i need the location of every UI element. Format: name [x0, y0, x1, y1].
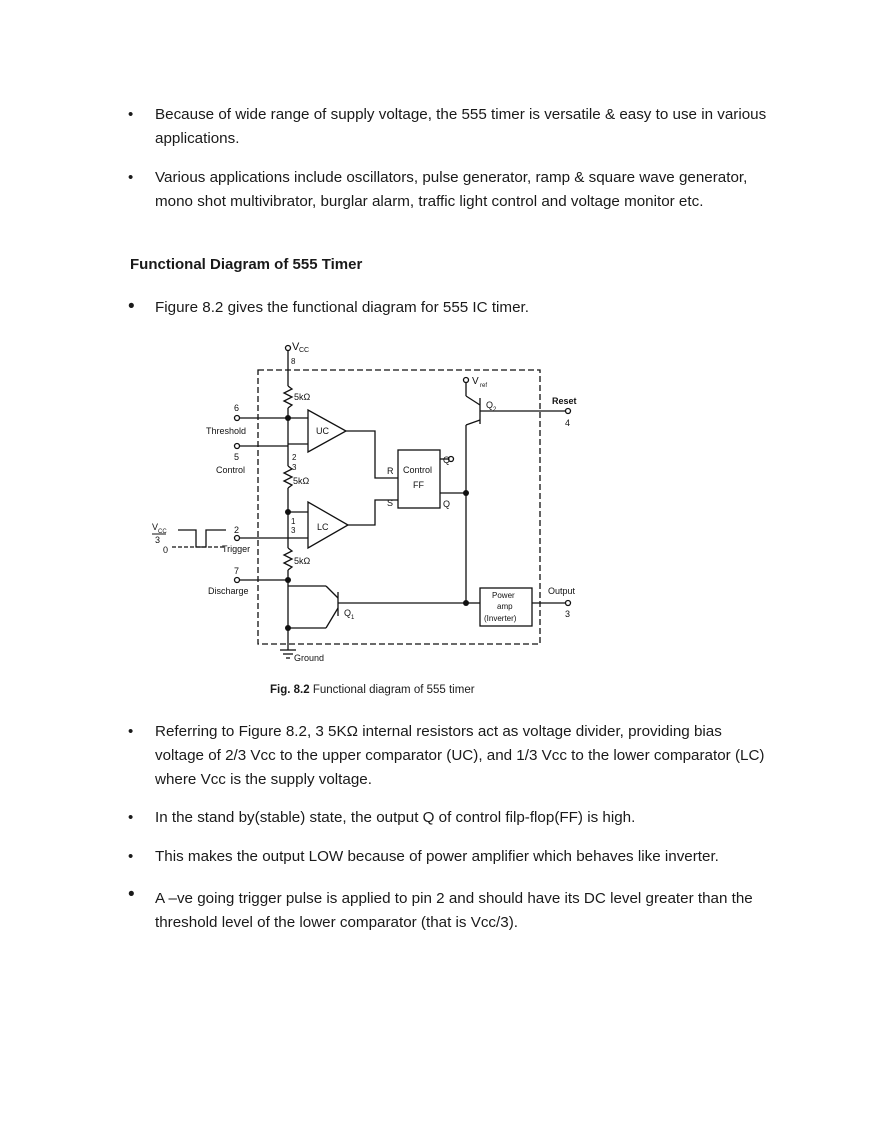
figure-caption: Fig. 8.2 Functional diagram of 555 timer — [270, 684, 475, 696]
pulse-zero-label: 0 — [163, 545, 168, 555]
pin8-label: 8 — [291, 357, 296, 366]
power-amp-label-3: (Inverter) — [484, 614, 517, 623]
bullet-text: Referring to Figure 8.2, 3 5KΩ internal … — [155, 723, 765, 788]
one-third-num: 1 — [291, 517, 296, 526]
lower-comparator — [307, 500, 350, 550]
bullet-text: Figure 8.2 gives the functional diagram … — [155, 299, 529, 316]
power-amplifier — [479, 587, 533, 627]
pin3-label: 3 — [565, 609, 570, 619]
control-flip-flop — [397, 449, 441, 509]
q1-sub: 1 — [351, 615, 355, 621]
ff-r-label: R — [387, 466, 394, 476]
pin6-label: 6 — [234, 403, 239, 413]
section-heading: Functional Diagram of 555 Timer — [130, 256, 363, 273]
pulse-vcc-sub: CC — [158, 529, 167, 535]
power-amp-label-1: Power — [492, 591, 515, 600]
res-top-label: 5kΩ — [294, 392, 311, 402]
bullet-text: Because of wide range of supply voltage,… — [155, 106, 767, 147]
bullet-marker: • — [128, 848, 134, 865]
ff-q-label: Q — [443, 455, 450, 465]
vcc-terminal — [284, 344, 292, 352]
pin2-label: 2 — [234, 525, 239, 535]
figure-caption-text: Functional diagram of 555 timer — [312, 684, 475, 696]
power-amp-label-2: amp — [497, 602, 513, 611]
bullet-marker: • — [128, 106, 134, 123]
bullet-text: This makes the output LOW because of pow… — [155, 848, 719, 865]
ff-label-control: Control — [403, 465, 432, 475]
two-thirds-num: 2 — [292, 453, 297, 462]
q2-sub: 2 — [493, 407, 497, 413]
bullet-marker: • — [128, 296, 135, 317]
figure-caption-number: Fig. 8.2 — [270, 684, 310, 696]
control-label: Control — [216, 465, 245, 475]
bullet-text: In the stand by(stable) state, the outpu… — [155, 809, 636, 826]
resistor-bottom — [282, 547, 294, 571]
pin4-label: 4 — [565, 418, 570, 428]
ground-label: Ground — [294, 653, 324, 663]
ff-qbar-label: Q — [443, 499, 450, 509]
q2-label: Q — [486, 400, 493, 410]
bullet-marker: • — [128, 723, 134, 740]
bullet-text: Various applications include oscillators… — [155, 169, 748, 210]
bullet-marker: • — [128, 169, 134, 186]
discharge-label: Discharge — [208, 586, 249, 596]
q1-label: Q — [344, 608, 351, 618]
resistor-mid — [282, 465, 294, 489]
bullet-text: A –ve going trigger pulse is applied to … — [155, 890, 753, 931]
res-bottom-label: 5kΩ — [294, 556, 311, 566]
ff-label-ff: FF — [413, 480, 424, 490]
vref-sub: ref — [480, 383, 487, 389]
lc-label: LC — [317, 522, 329, 532]
ic-boundary — [257, 369, 541, 645]
one-third-den: 3 — [291, 526, 296, 535]
two-thirds-den: 3 — [292, 463, 297, 472]
resistor-top — [282, 385, 294, 409]
pin7-label: 7 — [234, 566, 239, 576]
trigger-label: Trigger — [222, 544, 250, 554]
res-mid-label: 5kΩ — [293, 476, 310, 486]
ff-s-label: S — [387, 498, 393, 508]
functional-diagram-555: V CC 8 5kΩ 5kΩ 5kΩ 6 Threshold 5 Control… — [152, 341, 577, 663]
uc-label: UC — [316, 426, 329, 436]
pulse-third-den: 3 — [155, 535, 160, 545]
output-label: Output — [548, 586, 576, 596]
upper-comparator — [307, 408, 348, 454]
pulse-vcc-label: V — [152, 522, 158, 532]
bullet-marker: • — [128, 809, 134, 826]
vcc-sub: CC — [299, 347, 309, 354]
vref-label: V — [472, 376, 479, 387]
pin5-label: 5 — [234, 452, 239, 462]
threshold-label: Threshold — [206, 426, 246, 436]
bullet-marker: • — [128, 884, 135, 905]
trigger-pulse — [178, 529, 226, 548]
reset-label: Reset — [552, 396, 577, 406]
vcc-label: V — [292, 341, 300, 353]
